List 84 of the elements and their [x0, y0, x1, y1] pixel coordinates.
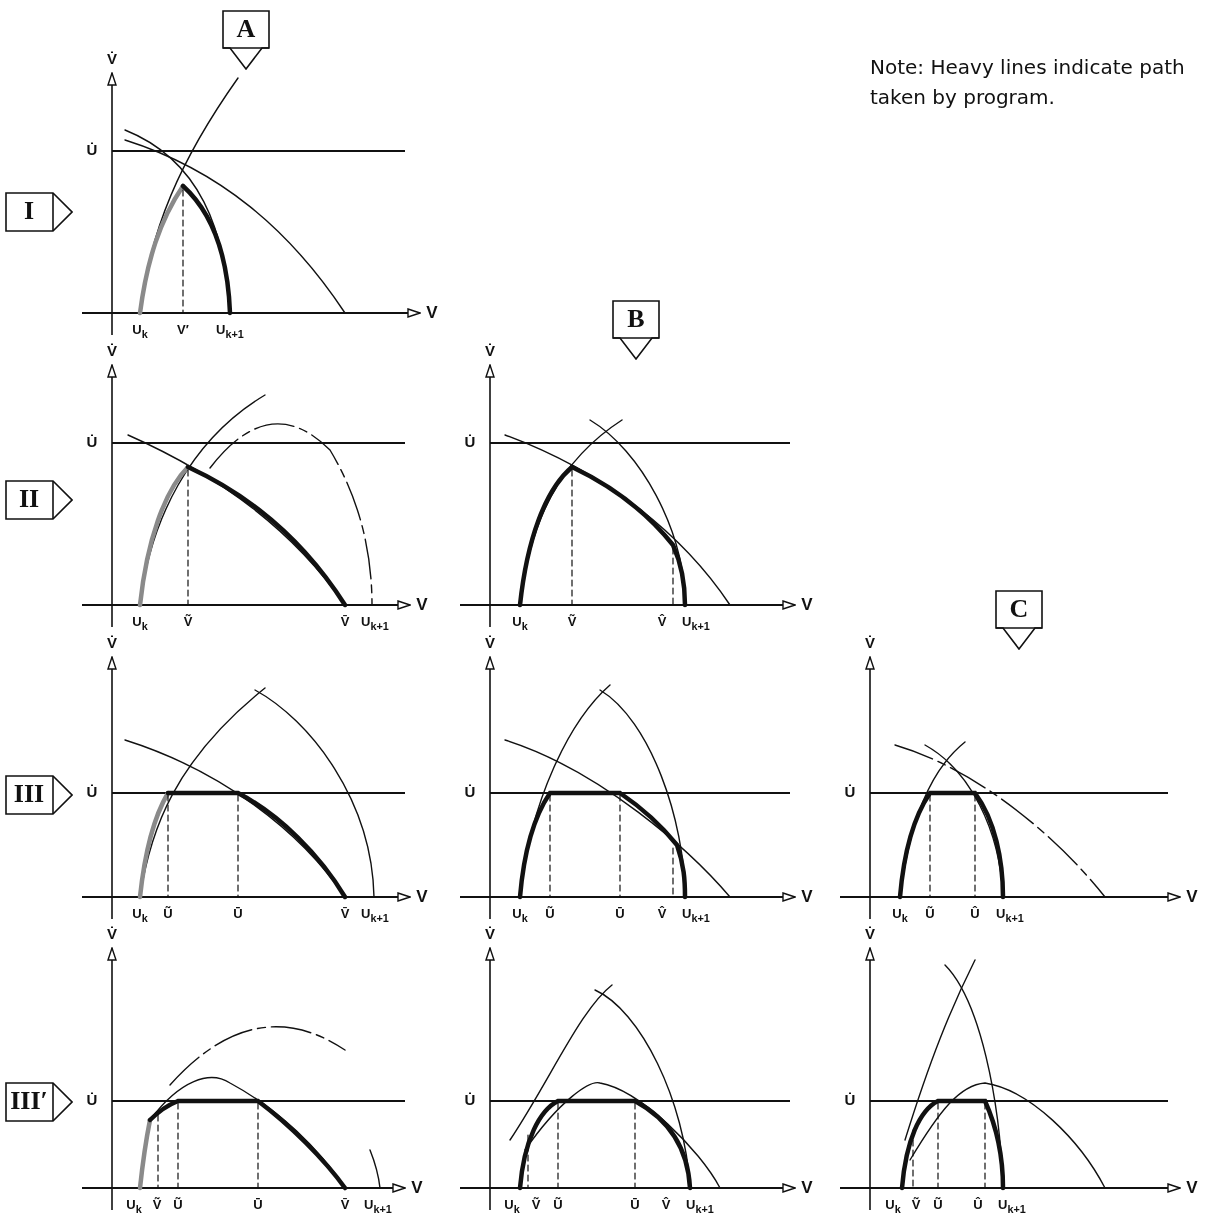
axis-label: V	[416, 888, 428, 905]
tick-label: Ũ	[933, 1198, 943, 1211]
tick-label: V̄	[340, 907, 350, 920]
axis-label: V	[411, 1179, 423, 1196]
tick-label: Ū	[630, 1198, 640, 1211]
tick-label: Ṽ	[567, 615, 577, 628]
tick-label: Ū	[233, 907, 243, 920]
axis-label: U̇	[464, 434, 476, 449]
tick-label: V̄	[340, 1198, 350, 1211]
axis-label: V	[801, 596, 813, 613]
tick-label: Ṽ	[531, 1198, 541, 1211]
tick-label: U$_{k+1}$	[998, 1198, 1026, 1215]
axis-label: V̇	[107, 51, 117, 66]
tick-label: U$_{k+1}$	[361, 615, 389, 632]
tick-label: U$_{k+1}$	[682, 615, 710, 632]
axis-label: U̇	[844, 784, 856, 799]
axis-label: V̇	[107, 635, 117, 650]
axis-label: V	[801, 1179, 813, 1196]
tick-label: V̂	[657, 615, 667, 628]
tag-label: III	[12, 778, 46, 810]
pointer-tag	[5, 192, 73, 232]
tick-label: Ũ	[545, 907, 555, 920]
pointer-tag	[5, 480, 73, 520]
tick-label: Ṽ	[911, 1198, 921, 1211]
tick-label: Û	[970, 907, 980, 920]
axis-label: V̇	[865, 635, 875, 650]
tick-label: U$_{k}$	[512, 907, 528, 924]
tick-label: Ū	[253, 1198, 263, 1211]
axis-label: U̇	[86, 1092, 98, 1107]
tick-label: Û	[973, 1198, 983, 1211]
tag-label: I	[22, 195, 36, 227]
tag-label: III′	[9, 1085, 49, 1117]
axis-label: U̇	[844, 1092, 856, 1107]
axis-label: U̇	[86, 142, 98, 157]
axis-label: U̇	[464, 1092, 476, 1107]
tick-label: Ũ	[163, 907, 173, 920]
tick-label: U$_{k+1}$	[996, 907, 1024, 924]
note-text: Note: Heavy lines indicate path taken by program.	[870, 54, 1186, 111]
tick-label: U$_{k}$	[126, 1198, 142, 1215]
pointer-tag	[222, 10, 270, 70]
pointer-tag	[5, 1082, 73, 1122]
tick-label: Ṽ	[152, 1198, 162, 1211]
axis-label: V̇	[485, 635, 495, 650]
axis-label: V̇	[107, 926, 117, 941]
pointer-tag	[612, 300, 660, 360]
tag-label: B	[626, 303, 646, 335]
tick-label: V̄	[340, 615, 350, 628]
axis-label: U̇	[86, 784, 98, 799]
tag-label: A	[235, 13, 257, 45]
axis-label: V̇	[107, 343, 117, 358]
tick-label: Ũ	[553, 1198, 563, 1211]
tick-label: Ū	[615, 907, 625, 920]
tick-label: U$_{k+1}$	[364, 1198, 392, 1215]
tag-label: C	[1008, 593, 1030, 625]
tag-label: II	[17, 483, 41, 515]
axis-label: V	[1186, 1179, 1198, 1196]
axis-label: V	[1186, 888, 1198, 905]
tick-label: U$_{k}$	[885, 1198, 901, 1215]
tick-label: U$_{k+1}$	[682, 907, 710, 924]
axis-label: U̇	[86, 434, 98, 449]
tick-label: U$_{k}$	[892, 907, 908, 924]
axis-label: V̇	[865, 926, 875, 941]
tick-label: Ṽ	[183, 615, 193, 628]
tick-label: V̂	[661, 1198, 671, 1211]
tick-label: V′	[177, 323, 189, 336]
pointer-tag	[995, 590, 1043, 650]
axis-label: V̇	[485, 343, 495, 358]
tick-label: Ũ	[925, 907, 935, 920]
tick-label: U$_{k}$	[132, 323, 148, 340]
tick-label: U$_{k}$	[504, 1198, 520, 1215]
tick-label: U$_{k}$	[512, 615, 528, 632]
axis-label: V	[416, 596, 428, 613]
axis-label: V̇	[485, 926, 495, 941]
axis-label: U̇	[464, 784, 476, 799]
pointer-tag	[5, 775, 73, 815]
axis-label: V	[801, 888, 813, 905]
axis-label: V	[426, 304, 438, 321]
tick-label: U$_{k+1}$	[686, 1198, 714, 1215]
tick-label: U$_{k}$	[132, 907, 148, 924]
tick-label: U$_{k}$	[132, 615, 148, 632]
tick-label: V̂	[657, 907, 667, 920]
tick-label: U$_{k+1}$	[361, 907, 389, 924]
tick-label: U$_{k+1}$	[216, 323, 244, 340]
tick-label: Ũ	[173, 1198, 183, 1211]
